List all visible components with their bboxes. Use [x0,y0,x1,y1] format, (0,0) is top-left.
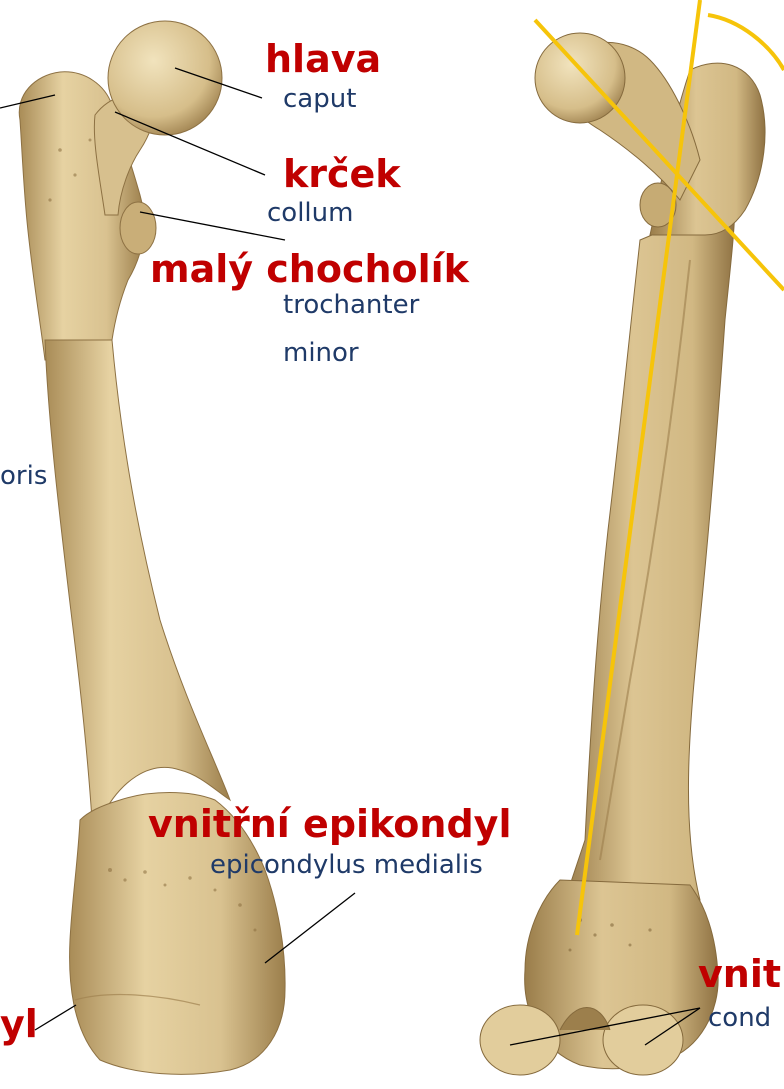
label-yl: yl [0,1005,38,1043]
label-oris: oris [0,463,47,489]
angle-arc [708,15,784,70]
label-hlava: hlava [265,40,381,78]
label-maly-chocholik: malý chocholík [150,250,469,288]
label-caput: caput [283,86,356,112]
left-femur [19,21,285,1074]
label-minor: minor [283,340,359,366]
label-krcek: krček [283,155,401,193]
right-femur [480,33,765,1075]
label-epicondylus-medialis: epicondylus medialis [210,852,483,878]
leader-maly-chocholik [140,212,285,240]
label-trochanter: trochanter [283,292,419,318]
label-cond: cond [708,1005,771,1031]
label-vnitrni-epikondyl: vnitřní epikondyl [148,805,511,843]
label-collum: collum [267,200,353,226]
label-vnit: vnit [698,955,781,993]
leader-yl [35,1005,76,1030]
